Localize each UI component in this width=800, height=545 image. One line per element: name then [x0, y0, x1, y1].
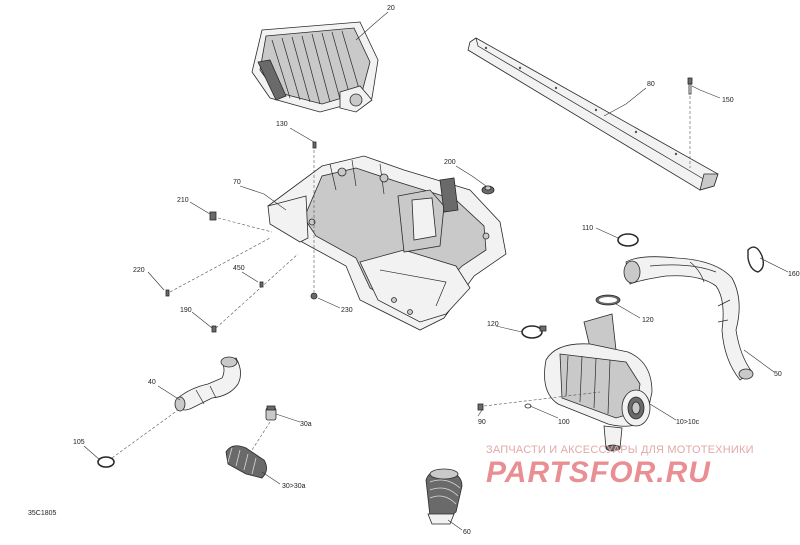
nut-230-part [310, 292, 318, 300]
fastener-130-part [312, 141, 317, 149]
callout-70: 70 [233, 179, 241, 186]
callout-160: 160 [788, 271, 800, 278]
callout-90: 90 [478, 419, 486, 426]
watermark-brand: PARTSFOR.RU [486, 456, 711, 489]
washer-100-part [524, 403, 532, 409]
callout-80: 80 [647, 81, 655, 88]
intake-hose-50-part [623, 256, 754, 381]
support-rail-part [467, 37, 719, 191]
bolt-150-part [687, 77, 693, 95]
callout-30a: 30a [300, 421, 312, 428]
clamp-120b-part [521, 325, 547, 339]
clamp-120a-part [595, 294, 621, 306]
grommet-200-part [481, 185, 495, 195]
screw-90-part [477, 403, 484, 411]
diagram-reference-code: 35C1805 [28, 510, 57, 517]
elbow-hose-40-part [174, 356, 241, 412]
callout-220: 220 [133, 267, 145, 274]
callout-50: 50 [774, 371, 782, 378]
clip-210-part [209, 211, 217, 221]
callout-40: 40 [148, 379, 156, 386]
screw-190-part [211, 325, 217, 333]
clamp-105-part [97, 456, 115, 468]
callout-20: 20 [387, 5, 395, 12]
callout-200: 200 [444, 159, 456, 166]
air-filter-housing-part [544, 313, 653, 452]
callout-100: 100 [558, 419, 570, 426]
callout-60: 60 [463, 529, 471, 536]
callout-210: 210 [177, 197, 189, 204]
callout-190: 190 [180, 307, 192, 314]
bellows-coupler-30-part [225, 445, 267, 479]
clamp-160-part [747, 246, 765, 273]
clamp-110-part [617, 233, 639, 247]
callout-450: 450 [233, 265, 245, 272]
callout-120-lower: 120 [487, 321, 499, 328]
intercooler-part [251, 21, 379, 113]
callout-30: 30>30a [282, 483, 306, 490]
screw-220-part [165, 289, 170, 297]
callout-120-upper: 120 [642, 317, 654, 324]
fitting-30a-part [265, 405, 277, 421]
callout-110: 110 [582, 225, 593, 232]
leader-lines [83, 11, 789, 531]
callout-105: 105 [73, 439, 85, 446]
callout-labels: 20 80 150 130 70 200 210 220 450 190 230… [73, 5, 800, 536]
callout-130: 130 [276, 121, 288, 128]
callout-150: 150 [722, 97, 734, 104]
callout-230: 230 [341, 307, 353, 314]
frame-tray-part [267, 155, 507, 331]
callout-10: 10>10c [676, 419, 700, 426]
watermark-tagline: ЗАПЧАСТИ И АКСЕССУАРЫ ДЛЯ МОТОТЕХНИКИ [486, 444, 754, 456]
bellows-duct-60-part [425, 468, 463, 525]
